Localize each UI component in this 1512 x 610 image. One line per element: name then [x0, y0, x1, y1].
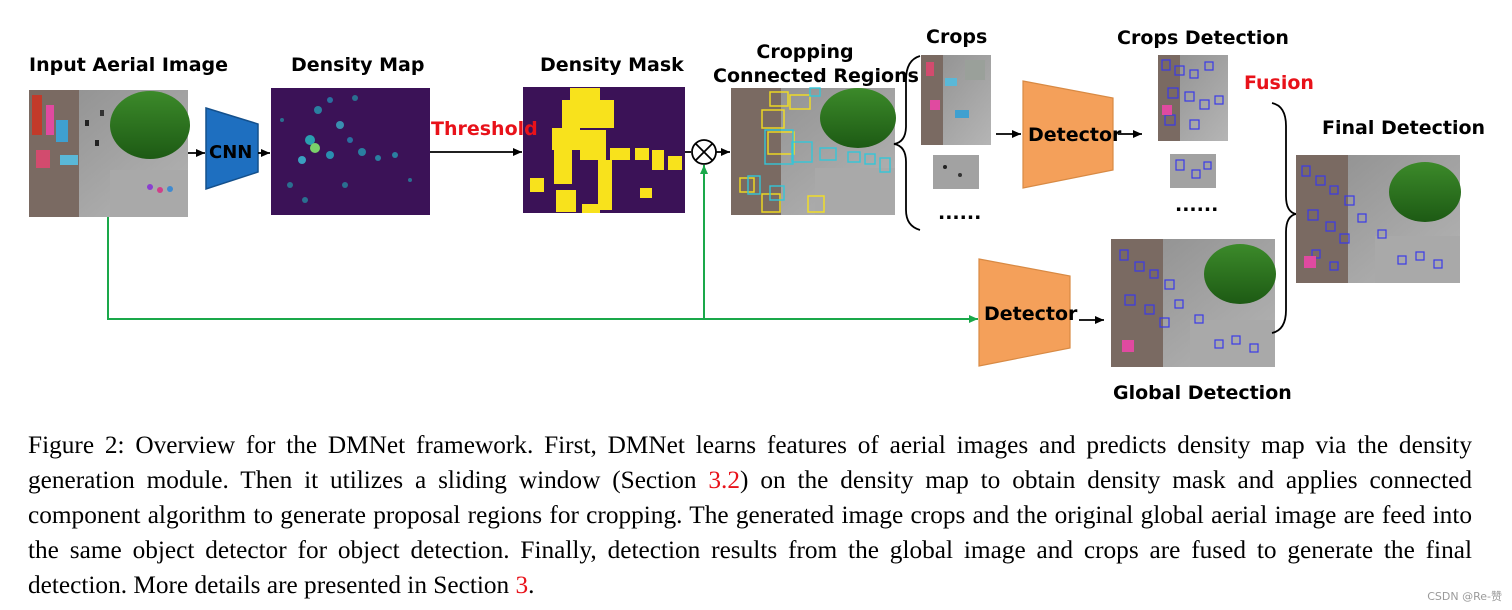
- caption-ref-section-3[interactable]: 3: [515, 571, 529, 599]
- caption-text-1: Overview for the DMNet framework. First,…: [28, 431, 1472, 494]
- label-detector-bottom: Detector: [984, 303, 1078, 325]
- label-global-detection: Global Detection: [1113, 382, 1292, 404]
- cnn-block: [205, 106, 259, 191]
- label-crops: Crops: [926, 26, 988, 48]
- caption-text-3: .: [528, 571, 535, 599]
- detector-top-block: [1022, 80, 1114, 189]
- label-density-map: Density Map: [291, 54, 425, 76]
- input-aerial-image: [29, 90, 190, 217]
- label-threshold: Threshold: [431, 118, 538, 140]
- label-cnn: CNN: [209, 142, 253, 163]
- caption-ref-section-3-2[interactable]: 3.2: [708, 466, 741, 494]
- crops-detection-image-1: [1158, 55, 1228, 141]
- label-cropping: Cropping: [756, 41, 854, 63]
- skip-connections: [107, 165, 978, 323]
- crops-detection-image-2: [1170, 154, 1216, 188]
- label-density-mask: Density Mask: [540, 54, 684, 76]
- label-crops-detection-ellipsis: ......: [1175, 194, 1219, 216]
- label-detector-top: Detector: [1028, 124, 1122, 146]
- label-input-aerial-image: Input Aerial Image: [29, 54, 229, 76]
- density-mask-image: [523, 87, 685, 213]
- global-detection-image: [1111, 239, 1276, 367]
- label-crops-detection: Crops Detection: [1117, 27, 1289, 49]
- crop-image-1: [921, 55, 991, 145]
- label-crops-ellipsis: ......: [938, 202, 982, 224]
- fusion-bracket: [1271, 102, 1297, 334]
- crops-bracket: [893, 55, 921, 231]
- multiply-symbol: [691, 139, 717, 165]
- dmnet-diagram: [29, 55, 1461, 367]
- label-fusion: Fusion: [1244, 72, 1314, 94]
- caption-text-2: ) on the density map to obtain density m…: [28, 466, 1472, 599]
- detector-bottom-block: [978, 258, 1071, 367]
- final-detection-image: [1296, 155, 1461, 283]
- watermark: CSDN @Re-赞: [1427, 590, 1502, 603]
- caption-label: Figure 2:: [28, 431, 125, 459]
- flow-arrows: [188, 130, 1142, 324]
- density-map-image: [271, 88, 430, 215]
- crop-image-2: [933, 155, 979, 189]
- cropping-regions-image: [731, 87, 896, 215]
- label-final-detection: Final Detection: [1322, 117, 1486, 139]
- figure-caption: Figure 2: Overview for the DMNet framewo…: [28, 428, 1472, 603]
- label-connected-regions: Connected Regions: [713, 65, 919, 87]
